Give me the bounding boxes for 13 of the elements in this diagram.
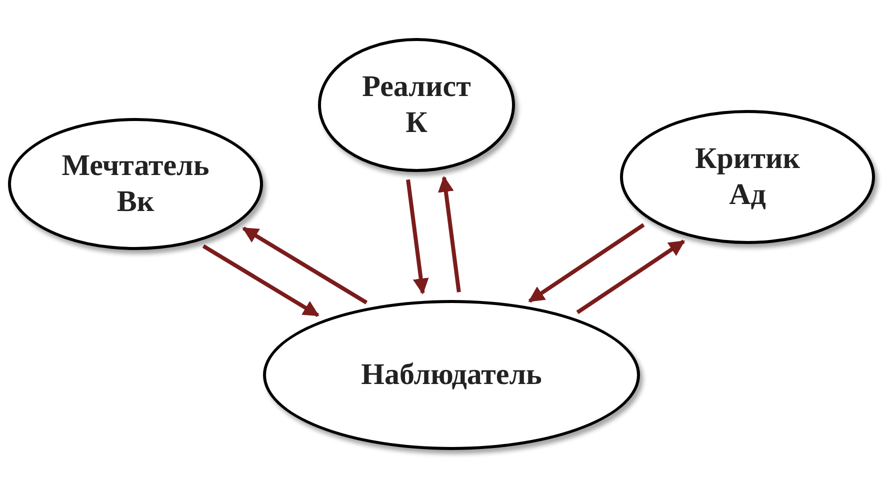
arrow — [576, 240, 686, 314]
arrow — [438, 176, 461, 292]
node-label: Наблюдатель — [361, 357, 542, 393]
node-label: К — [406, 105, 428, 141]
node-label: Вк — [116, 184, 154, 220]
arrow — [242, 226, 368, 304]
node-label: Критик — [694, 141, 800, 177]
arrow — [528, 223, 645, 303]
node-label: Реалист — [362, 69, 471, 105]
arrow — [406, 179, 429, 294]
node-label: Ад — [729, 177, 766, 213]
node-label: Мечтатель — [62, 148, 210, 184]
arrow — [202, 244, 320, 318]
